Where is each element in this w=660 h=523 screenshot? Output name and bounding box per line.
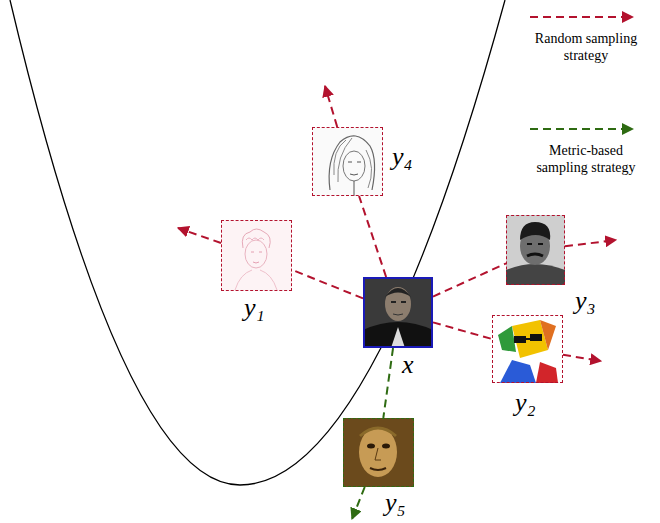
- loss-curve: [10, 0, 505, 485]
- sample-frame: y₃: [506, 215, 565, 285]
- random-sampling-arrow: [359, 196, 386, 277]
- legend-line: [530, 16, 624, 18]
- metric-sampling-arrow: [383, 348, 393, 418]
- legend-arrowhead: [622, 11, 634, 23]
- sample-label: y₂: [515, 390, 536, 416]
- sample-frame: y₁: [221, 220, 292, 291]
- sketch-portrait: [221, 220, 292, 291]
- legend-sample: [524, 8, 648, 26]
- sample-label: y₃: [575, 288, 596, 314]
- arrow-continuation: [178, 228, 221, 243]
- legend-sample: [524, 120, 648, 138]
- legend-entry: Random sampling strategy: [524, 8, 648, 64]
- random-sampling-arrow: [433, 322, 492, 339]
- sample-label: y₄: [392, 144, 413, 170]
- sample-frame: y₂: [492, 315, 563, 383]
- random-sampling-arrow: [433, 263, 506, 296]
- sample-label: x: [402, 352, 414, 378]
- random-sampling-arrow: [292, 270, 363, 299]
- legend-arrowhead: [622, 123, 634, 135]
- anchor-frame: x: [363, 277, 433, 348]
- photo-portrait: [506, 215, 565, 285]
- sample-frame: y₄: [312, 127, 383, 196]
- arrow-continuation: [565, 240, 616, 246]
- painted-portrait: [343, 418, 414, 487]
- pencil-portrait: [312, 127, 383, 196]
- legend-text: Random sampling strategy: [530, 30, 642, 64]
- legend-line: [530, 128, 624, 130]
- anchor-portrait: [363, 277, 433, 348]
- connectors: [292, 196, 506, 418]
- legend-text: Metric-based sampling strategy: [530, 142, 642, 176]
- arrow-continuation: [352, 487, 365, 519]
- arrow-continuation: [563, 355, 601, 361]
- legend-entry: Metric-based sampling strategy: [524, 120, 648, 176]
- cubist-portrait: [492, 315, 563, 383]
- sample-label: y₁: [244, 295, 265, 321]
- arrow-continuation: [325, 86, 337, 127]
- sample-label: y₅: [385, 490, 406, 516]
- sample-frame: y₅: [343, 418, 414, 487]
